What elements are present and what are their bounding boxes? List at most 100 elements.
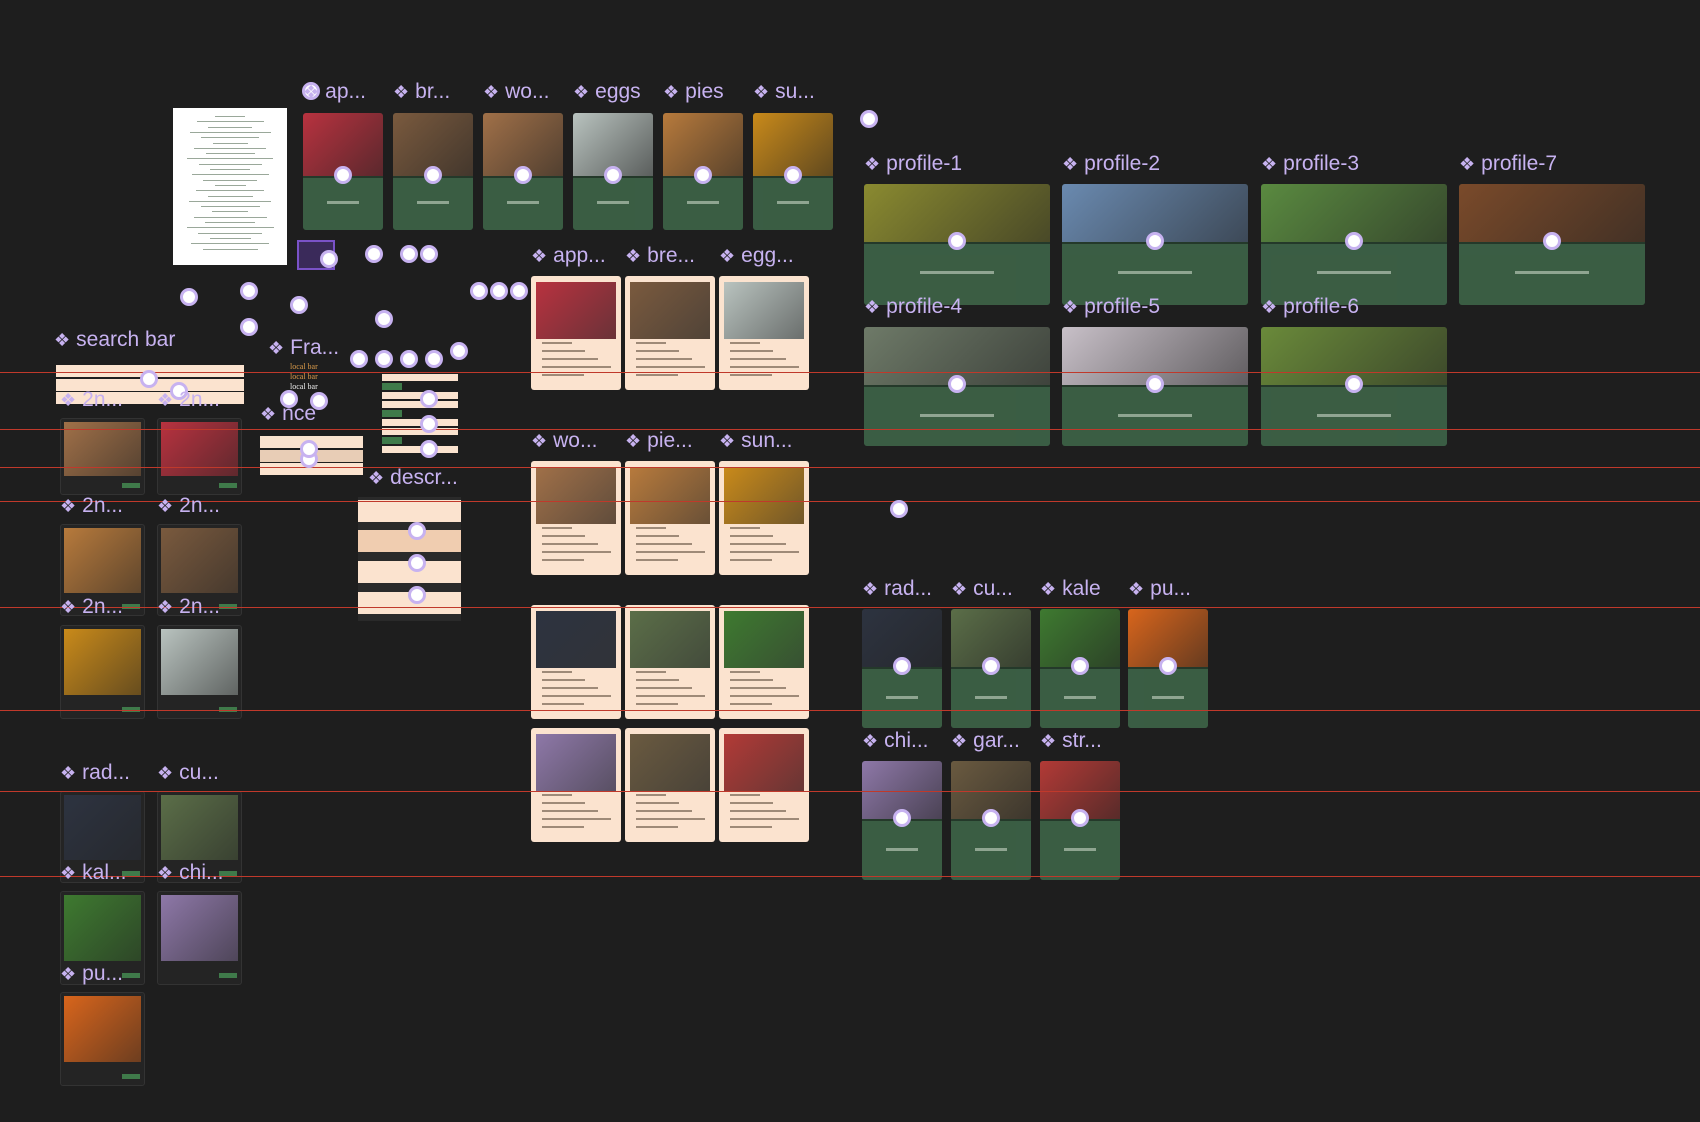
post-card[interactable] bbox=[531, 276, 621, 390]
resize-handle[interactable] bbox=[1146, 232, 1164, 250]
component-label[interactable]: ❖wo... bbox=[483, 80, 550, 104]
listing-button[interactable] bbox=[122, 707, 140, 712]
listing-mini-card[interactable] bbox=[157, 791, 242, 883]
resize-handle[interactable] bbox=[893, 657, 911, 675]
component-label[interactable]: ❖sun... bbox=[719, 429, 793, 453]
component-label[interactable]: ❖su... bbox=[753, 80, 815, 104]
selection-handle[interactable] bbox=[310, 392, 328, 410]
selection-handle[interactable] bbox=[420, 245, 438, 263]
listing-mini-card[interactable] bbox=[60, 992, 145, 1086]
listing-mini-card[interactable] bbox=[157, 891, 242, 985]
form-field[interactable] bbox=[382, 374, 458, 381]
price-field[interactable] bbox=[260, 463, 363, 475]
post-card[interactable] bbox=[625, 461, 715, 575]
profile-card[interactable] bbox=[864, 184, 1050, 305]
resize-handle[interactable] bbox=[694, 166, 712, 184]
listing-mini-card[interactable] bbox=[60, 791, 145, 883]
resize-handle[interactable] bbox=[1071, 657, 1089, 675]
post-card[interactable] bbox=[719, 461, 809, 575]
listing-mini-card[interactable] bbox=[157, 625, 242, 719]
listing-button[interactable] bbox=[122, 973, 140, 978]
post-card[interactable] bbox=[625, 728, 715, 842]
selection-handle[interactable] bbox=[408, 554, 426, 572]
listing-button[interactable] bbox=[219, 871, 237, 876]
component-label[interactable]: ❖app... bbox=[531, 244, 606, 268]
post-card[interactable] bbox=[531, 728, 621, 842]
listing-button[interactable] bbox=[219, 604, 237, 609]
component-label[interactable]: ❖gar... bbox=[951, 729, 1020, 753]
component-label[interactable]: ❖pu... bbox=[60, 962, 123, 986]
component-label[interactable]: ❖kal... bbox=[60, 861, 127, 885]
text-document-frame[interactable] bbox=[173, 108, 287, 265]
selection-handle[interactable] bbox=[420, 415, 438, 433]
resize-handle[interactable] bbox=[604, 166, 622, 184]
component-label[interactable]: ❖profile-1 bbox=[864, 152, 962, 176]
selection-handle[interactable] bbox=[290, 296, 308, 314]
form-field[interactable] bbox=[382, 428, 458, 435]
component-label-description[interactable]: ❖descr... bbox=[368, 466, 458, 489]
component-label[interactable]: ❖chi... bbox=[157, 861, 224, 885]
farm-stand-card[interactable] bbox=[483, 113, 563, 230]
resize-handle[interactable] bbox=[1543, 232, 1561, 250]
component-label[interactable]: ❖profile-2 bbox=[1062, 152, 1160, 176]
selection-handle[interactable] bbox=[890, 500, 908, 518]
component-label[interactable]: ❖bre... bbox=[625, 244, 695, 268]
selection-handle[interactable] bbox=[180, 288, 198, 306]
component-label[interactable]: ❖2n... bbox=[60, 494, 123, 518]
resize-handle[interactable] bbox=[1345, 375, 1363, 393]
selection-handle[interactable] bbox=[490, 282, 508, 300]
selection-handle[interactable] bbox=[860, 110, 878, 128]
resize-handle[interactable] bbox=[893, 809, 911, 827]
resize-handle[interactable] bbox=[784, 166, 802, 184]
component-label[interactable]: ❖profile-3 bbox=[1261, 152, 1359, 176]
produce-card[interactable] bbox=[862, 761, 942, 880]
resize-handle[interactable] bbox=[982, 657, 1000, 675]
post-card[interactable] bbox=[531, 461, 621, 575]
listing-button[interactable] bbox=[219, 707, 237, 712]
component-label[interactable]: ❖pies bbox=[663, 80, 724, 104]
component-label-search-bar[interactable]: ❖search bar bbox=[54, 328, 176, 351]
resize-handle[interactable] bbox=[982, 809, 1000, 827]
selection-handle[interactable] bbox=[300, 440, 318, 458]
selection-handle[interactable] bbox=[140, 370, 158, 388]
resize-handle[interactable] bbox=[1071, 809, 1089, 827]
listing-button[interactable] bbox=[219, 483, 237, 488]
component-label[interactable]: ❖egg... bbox=[719, 244, 794, 268]
selection-handle[interactable] bbox=[450, 342, 468, 360]
farm-stand-card[interactable] bbox=[303, 113, 383, 230]
post-card[interactable] bbox=[625, 276, 715, 390]
component-label[interactable]: ❖str... bbox=[1040, 729, 1102, 753]
selection-handle[interactable] bbox=[302, 82, 320, 100]
resize-handle[interactable] bbox=[1159, 657, 1177, 675]
selection-handle[interactable] bbox=[280, 390, 298, 408]
component-label-price[interactable]: ❖nce bbox=[260, 402, 316, 425]
selection-handle[interactable] bbox=[375, 350, 393, 368]
listing-button[interactable] bbox=[122, 871, 140, 876]
farm-stand-card[interactable] bbox=[663, 113, 743, 230]
component-label[interactable]: ❖2n... bbox=[157, 388, 220, 412]
produce-card[interactable] bbox=[1040, 609, 1120, 728]
selection-handle[interactable] bbox=[170, 382, 188, 400]
selection-handle[interactable] bbox=[425, 350, 443, 368]
resize-handle[interactable] bbox=[1146, 375, 1164, 393]
component-label[interactable]: ❖cu... bbox=[157, 761, 219, 785]
listing-mini-card[interactable] bbox=[60, 524, 145, 616]
selection-handle[interactable] bbox=[408, 522, 426, 540]
produce-card[interactable] bbox=[951, 609, 1031, 728]
selection-handle[interactable] bbox=[510, 282, 528, 300]
selection-handle[interactable] bbox=[365, 245, 383, 263]
resize-handle[interactable] bbox=[948, 375, 966, 393]
component-label[interactable]: ❖profile-7 bbox=[1459, 152, 1557, 176]
resize-handle[interactable] bbox=[514, 166, 532, 184]
component-label[interactable]: ❖2n... bbox=[60, 388, 123, 412]
post-card[interactable] bbox=[719, 728, 809, 842]
resize-handle[interactable] bbox=[424, 166, 442, 184]
listing-mini-card[interactable] bbox=[60, 891, 145, 985]
form-field[interactable] bbox=[382, 410, 402, 417]
listing-button[interactable] bbox=[122, 483, 140, 488]
component-label[interactable]: ❖pu... bbox=[1128, 577, 1191, 601]
form-field[interactable] bbox=[382, 383, 402, 390]
component-label[interactable]: ❖2n... bbox=[60, 595, 123, 619]
post-card[interactable] bbox=[719, 605, 809, 719]
component-label[interactable]: ❖profile-5 bbox=[1062, 295, 1160, 319]
